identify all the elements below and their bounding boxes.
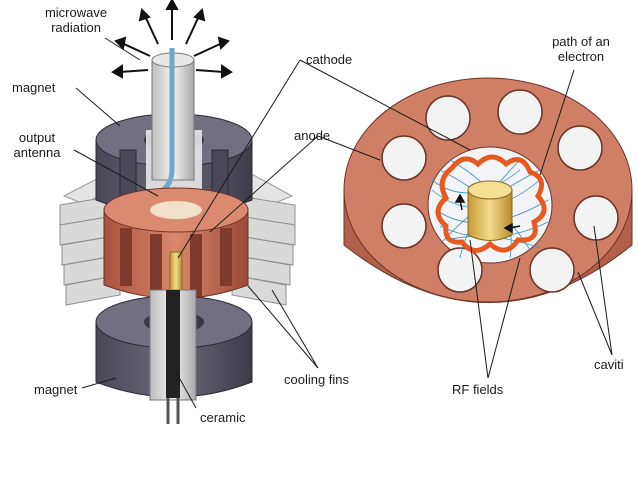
magnetron-cutaway — [59, 0, 296, 424]
cavities-label: caviti — [594, 357, 624, 372]
output-label-line1: output — [18, 130, 56, 145]
electron-path — [435, 154, 547, 253]
cavities — [381, 89, 619, 293]
magnet-bottom-label: magnet — [34, 382, 78, 397]
radiation-arrows — [111, 0, 233, 79]
ceramic-label: ceramic — [200, 410, 246, 425]
anode-cross-section — [343, 77, 633, 303]
cathode-cylinder — [467, 180, 513, 241]
electron-path-label: path of an electron — [545, 34, 617, 64]
rf-fields-label: RF fields — [452, 382, 504, 397]
leader-lines — [73, 37, 613, 409]
microwave-radiation-label: microwave radiation — [36, 5, 116, 35]
cooling-fins-label: cooling fins — [284, 372, 350, 387]
anode-label: anode — [294, 128, 331, 143]
microwave-label-line1: microwave — [44, 5, 108, 20]
path-label-line2: electron — [557, 49, 605, 64]
cathode-rod — [169, 251, 183, 291]
output-label-line2: antenna — [13, 145, 61, 160]
magnet-top-label: magnet — [12, 80, 56, 95]
cathode-label: cathode — [306, 52, 353, 67]
output-antenna-label: output antenna — [6, 130, 68, 160]
path-label-line1: path of an — [552, 34, 610, 49]
microwave-label-line2: radiation — [51, 20, 101, 35]
